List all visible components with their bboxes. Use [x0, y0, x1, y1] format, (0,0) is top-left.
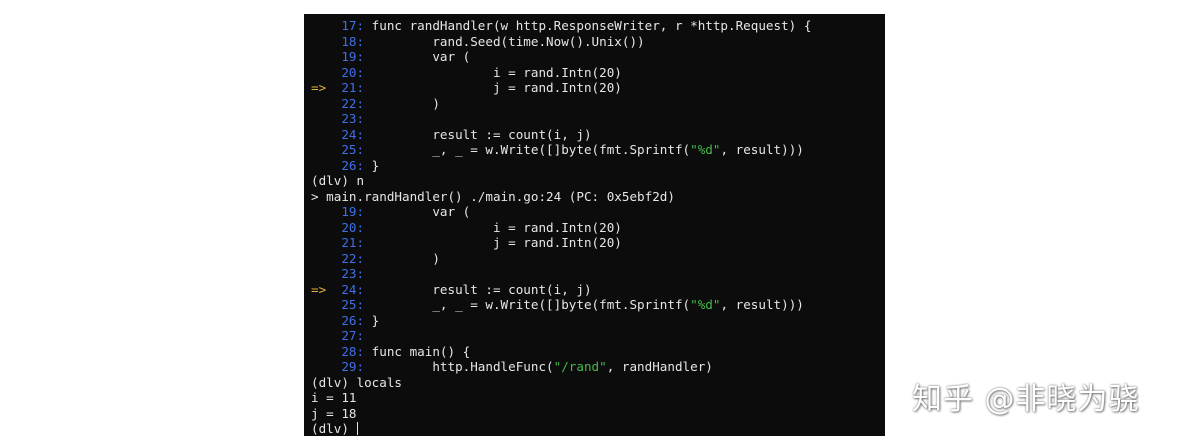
terminal-line: 22: )	[311, 251, 811, 267]
current-line-arrow: =>	[311, 281, 327, 297]
code-text: _, _ = w.Write([]byte(fmt.Sprintf(	[364, 297, 691, 312]
line-number: 22:	[341, 95, 365, 111]
current-line-arrow: =>	[311, 80, 327, 95]
code-text: , randHandler)	[606, 359, 713, 374]
line-number: 20:	[341, 64, 365, 80]
console-text: > main.randHandler() ./main.go:24 (PC: 0…	[311, 188, 675, 204]
code-text: func main() {	[364, 343, 471, 359]
line-number: 22:	[341, 250, 365, 266]
line-number: 25:	[341, 142, 365, 157]
code-text: )	[364, 95, 440, 111]
terminal-line: 25: _, _ = w.Write([]byte(fmt.Sprintf("%…	[311, 297, 811, 313]
terminal-line: 17: func randHandler(w http.ResponseWrit…	[311, 18, 811, 34]
code-text: var (	[364, 49, 471, 64]
terminal-line: 26: }	[311, 158, 811, 174]
console-text: (dlv) locals	[311, 374, 402, 390]
terminal-line: 23:	[311, 266, 811, 282]
code-text: , result)))	[720, 297, 804, 312]
console-text: (dlv)	[311, 421, 357, 436]
line-number: 28:	[341, 343, 365, 359]
terminal-line: (dlv)	[311, 421, 811, 436]
text-cursor[interactable]	[356, 422, 358, 435]
console-text: j = 18	[311, 405, 357, 421]
terminal-line: > main.randHandler() ./main.go:24 (PC: 0…	[311, 189, 811, 205]
code-text: }	[364, 312, 380, 328]
terminal-output: 17: func randHandler(w http.ResponseWrit…	[311, 18, 811, 436]
code-text: _, _ = w.Write([]byte(fmt.Sprintf(	[364, 142, 691, 157]
terminal-line: 21: j = rand.Intn(20)	[311, 235, 811, 251]
terminal-line: (dlv) locals	[311, 375, 811, 391]
terminal-line: 28: func main() {	[311, 344, 811, 360]
code-text: i = rand.Intn(20)	[364, 219, 622, 235]
code-text: result := count(i, j)	[364, 126, 592, 142]
terminal-line: 20: i = rand.Intn(20)	[311, 65, 811, 81]
code-text: )	[364, 250, 440, 266]
line-number: 21:	[341, 235, 365, 250]
terminal-line: 26: }	[311, 313, 811, 329]
terminal-line: 25: _, _ = w.Write([]byte(fmt.Sprintf("%…	[311, 142, 811, 158]
terminal-window[interactable]: 17: func randHandler(w http.ResponseWrit…	[304, 14, 885, 436]
terminal-line: => 21: j = rand.Intn(20)	[311, 80, 811, 96]
line-number: 23:	[341, 111, 365, 126]
code-text: j = rand.Intn(20)	[364, 235, 622, 250]
terminal-line: 27:	[311, 328, 811, 344]
terminal-line: (dlv) n	[311, 173, 811, 189]
line-number: 19:	[341, 204, 365, 219]
line-number: 17:	[341, 18, 365, 33]
code-text: func randHandler(w http.ResponseWriter, …	[364, 18, 812, 33]
line-number: 24:	[341, 281, 365, 297]
terminal-line: i = 11	[311, 390, 811, 406]
terminal-line: 24: result := count(i, j)	[311, 127, 811, 143]
line-number: 23:	[341, 266, 365, 281]
line-number: 21:	[341, 80, 365, 95]
console-text: i = 11	[311, 390, 357, 405]
code-text: i = rand.Intn(20)	[364, 64, 622, 80]
watermark: 知乎 @非晓为骁	[912, 382, 1140, 417]
line-number: 25:	[341, 297, 365, 312]
code-text: j = rand.Intn(20)	[364, 80, 622, 95]
terminal-line: 18: rand.Seed(time.Now().Unix())	[311, 34, 811, 50]
terminal-line: 29: http.HandleFunc("/rand", randHandler…	[311, 359, 811, 375]
code-text: }	[364, 157, 380, 173]
terminal-line: 19: var (	[311, 204, 811, 220]
terminal-line: => 24: result := count(i, j)	[311, 282, 811, 298]
string-literal: "%d"	[690, 142, 721, 157]
string-literal: "%d"	[690, 297, 721, 312]
code-text: rand.Seed(time.Now().Unix())	[364, 33, 645, 49]
line-number: 19:	[341, 49, 365, 64]
line-number: 20:	[341, 219, 365, 235]
line-number: 18:	[341, 33, 365, 49]
console-text: (dlv) n	[311, 173, 365, 188]
line-number: 26:	[341, 312, 365, 328]
terminal-line: j = 18	[311, 406, 811, 422]
string-literal: "/rand"	[553, 359, 607, 374]
terminal-line: 22: )	[311, 96, 811, 112]
terminal-line: 19: var (	[311, 49, 811, 65]
line-number: 26:	[341, 157, 365, 173]
code-text: var (	[364, 204, 471, 219]
line-number: 24:	[341, 126, 365, 142]
line-number: 29:	[341, 359, 365, 374]
code-text: http.HandleFunc(	[364, 359, 554, 374]
terminal-line: 23:	[311, 111, 811, 127]
line-number: 27:	[341, 328, 365, 343]
terminal-line: 20: i = rand.Intn(20)	[311, 220, 811, 236]
code-text: result := count(i, j)	[364, 281, 592, 297]
code-text: , result)))	[720, 142, 804, 157]
